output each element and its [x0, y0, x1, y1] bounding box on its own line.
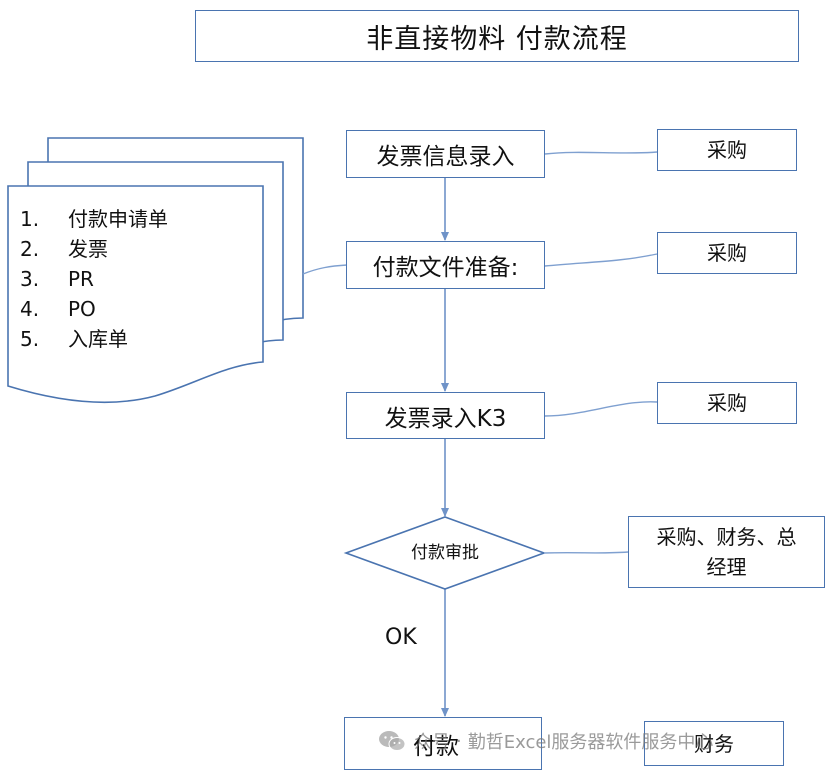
watermark-separator: · — [456, 730, 462, 752]
connector-docprep-role — [544, 253, 658, 267]
role-doc-prep: 采购 — [657, 232, 797, 274]
document-item: 5. 入库单 — [20, 324, 168, 354]
document-label: 发票 — [68, 237, 108, 261]
wechat-icon — [379, 731, 406, 751]
connector-invoice-role — [544, 151, 658, 155]
document-label: PR — [68, 267, 94, 291]
document-number: 1. — [20, 207, 40, 231]
connector-documents-docprep — [302, 264, 348, 275]
step-doc-prep: 付款文件准备: — [346, 241, 545, 289]
document-item: 1. 付款申请单 — [20, 204, 168, 234]
ok-label: OK — [385, 625, 417, 650]
document-item: 2. 发票 — [20, 234, 168, 264]
watermark: 众号 · 勤哲Excel服务器软件服务中心 — [378, 728, 713, 754]
watermark-account: 众号 — [414, 732, 450, 753]
step-k3-entry: 发票录入K3 — [346, 392, 545, 439]
document-label: PO — [68, 297, 96, 321]
role-k3-entry: 采购 — [657, 382, 797, 424]
document-number: 5. — [20, 327, 40, 351]
role-approval-line1: 采购、财务、总 — [656, 525, 797, 549]
role-approval: 采购、财务、总 经理 — [628, 516, 825, 588]
connector-k3-role — [544, 401, 658, 417]
document-label: 付款申请单 — [68, 207, 168, 231]
document-stack-front — [7, 185, 264, 404]
approval-label: 付款审批 — [411, 543, 479, 563]
document-number: 2. — [20, 237, 40, 261]
watermark-text: 勤哲Excel服务器软件服务中心 — [467, 732, 714, 753]
approval-diamond — [343, 516, 547, 590]
step-payment: 付款 — [344, 717, 542, 770]
document-list: 1. 付款申请单 2. 发票 3. PR 4. PO 5. 入库单 — [20, 204, 168, 354]
step-invoice-entry: 发票信息录入 — [346, 130, 545, 178]
document-number: 3. — [20, 267, 40, 291]
document-number: 4. — [20, 297, 40, 321]
document-item: 3. PR — [20, 264, 168, 294]
connector-approval-role — [543, 551, 629, 554]
document-item: 4. PO — [20, 294, 168, 324]
role-approval-line2: 经理 — [706, 555, 747, 579]
role-invoice-entry: 采购 — [657, 129, 797, 171]
role-payment: 财务 — [644, 721, 784, 766]
document-label: 入库单 — [68, 327, 128, 351]
page-title: 非直接物料 付款流程 — [195, 10, 799, 62]
